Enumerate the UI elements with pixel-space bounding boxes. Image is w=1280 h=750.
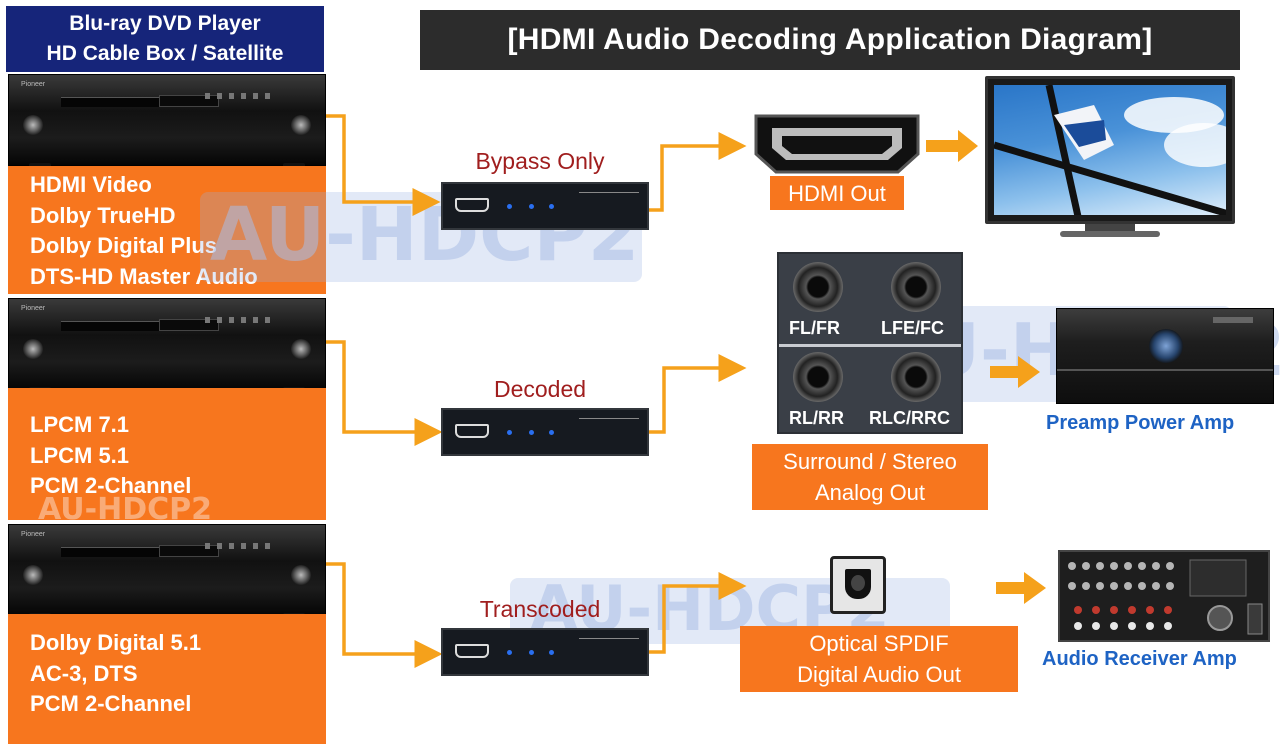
audio-receiver-amp	[1058, 550, 1270, 642]
knob-icon	[23, 115, 43, 135]
arrow-transcoded-to-optical	[648, 572, 747, 654]
format-item: Dolby Digital Plus	[30, 233, 218, 258]
knob-icon	[291, 339, 311, 359]
tv-stand	[1085, 224, 1135, 234]
diagram-title: [HDMI Audio Decoding Application Diagram…	[420, 10, 1240, 70]
jack-icon	[793, 262, 843, 312]
analog-jacks-panel: FL/FR LFE/FC RL/RR RLC/RRC	[777, 252, 963, 434]
format-item: AC-3, DTS	[30, 660, 138, 686]
receiver-caption: Audio Receiver Amp	[1042, 648, 1237, 670]
hdmi-connector-icon	[754, 114, 920, 174]
format-item: LPCM 7.1	[30, 412, 130, 437]
arrow-optical-to-receiver	[996, 572, 1046, 604]
tv-display	[985, 76, 1235, 224]
preamp-caption: Preamp Power Amp	[1046, 412, 1235, 434]
player-brand: Pioneer	[21, 305, 46, 312]
source-line-1: Blu-ray DVD Player	[69, 12, 261, 35]
arrow-analog-to-preamp	[990, 356, 1040, 388]
tv-base	[1060, 231, 1160, 237]
format-item: PCM 2-Channel	[30, 473, 192, 498]
knob-icon	[291, 115, 311, 135]
decoder-unit-transcoded	[441, 628, 649, 676]
format-item: HDMI Video	[30, 172, 152, 197]
watermark: AU-HDCP2	[38, 492, 212, 527]
mode-label-transcoded: Transcoded	[479, 596, 601, 622]
jack-label-rl-rr: RL/RR	[789, 408, 844, 428]
format-item: PCM 2-Channel	[30, 691, 192, 716]
arrow-hdmi-to-tv	[926, 130, 978, 162]
format-item: Dolby Digital 5.1	[30, 630, 202, 655]
jack-label-rlc-rrc: RLC/RRC	[869, 408, 950, 428]
power-knob-icon	[1149, 329, 1183, 363]
jack-icon	[891, 352, 941, 402]
output-box-optical: Optical SPDIF Digital Audio Out	[740, 626, 1018, 692]
hdmi-port-icon	[455, 644, 489, 658]
tv-screen	[994, 85, 1226, 215]
mode-label-decoded: Decoded	[493, 376, 587, 402]
decoder-unit-decoded	[441, 408, 649, 456]
output-box-hdmi: HDMI Out	[770, 176, 904, 210]
mode-label-bypass: Bypass Only	[475, 148, 605, 174]
jack-label-fl-fr: FL/FR	[789, 318, 840, 338]
bluray-player-3: Pioneer	[8, 524, 326, 619]
output-line: Digital Audio Out	[797, 662, 961, 687]
output-line: Analog Out	[814, 480, 926, 505]
formats-panel-decoded: LPCM 7.1 LPCM 5.1 PCM 2-Channel	[8, 388, 326, 520]
output-line: Surround / Stereo	[783, 449, 957, 474]
jack-icon	[891, 262, 941, 312]
preamp-power-amp	[1056, 308, 1274, 404]
hdmi-port-icon	[455, 198, 489, 212]
source-header: Blu-ray DVD Player HD Cable Box / Satell…	[6, 6, 324, 72]
arrow-player-to-bypass	[326, 114, 441, 216]
arrow-player-to-decoded	[326, 340, 443, 446]
formats-panel-bypass: HDMI Video Dolby TrueHD Dolby Digital Pl…	[8, 166, 326, 294]
output-line: Optical SPDIF	[809, 631, 949, 656]
formats-panel-transcoded: Dolby Digital 5.1 AC-3, DTS PCM 2-Channe…	[8, 614, 326, 744]
knob-icon	[23, 339, 43, 359]
knob-icon	[23, 565, 43, 585]
optical-port-icon	[830, 556, 886, 614]
arrow-decoded-to-analog	[648, 354, 747, 434]
hdmi-port-icon	[455, 424, 489, 438]
arrow-bypass-to-hdmi	[648, 132, 747, 212]
arrow-player-to-transcoded	[326, 562, 443, 668]
output-line: HDMI Out	[788, 180, 886, 206]
jack-icon	[793, 352, 843, 402]
format-item: Dolby TrueHD	[30, 202, 176, 228]
format-item: LPCM 5.1	[30, 442, 130, 468]
format-item: DTS-HD Master Audio	[30, 263, 258, 289]
decoder-unit-bypass	[441, 182, 649, 230]
player-brand: Pioneer	[21, 81, 46, 88]
output-box-analog: Surround / Stereo Analog Out	[752, 444, 988, 510]
jack-label-lfe-fc: LFE/FC	[881, 318, 944, 338]
knob-icon	[291, 565, 311, 585]
source-line-2: HD Cable Box / Satellite	[46, 42, 284, 65]
player-brand: Pioneer	[21, 531, 46, 538]
